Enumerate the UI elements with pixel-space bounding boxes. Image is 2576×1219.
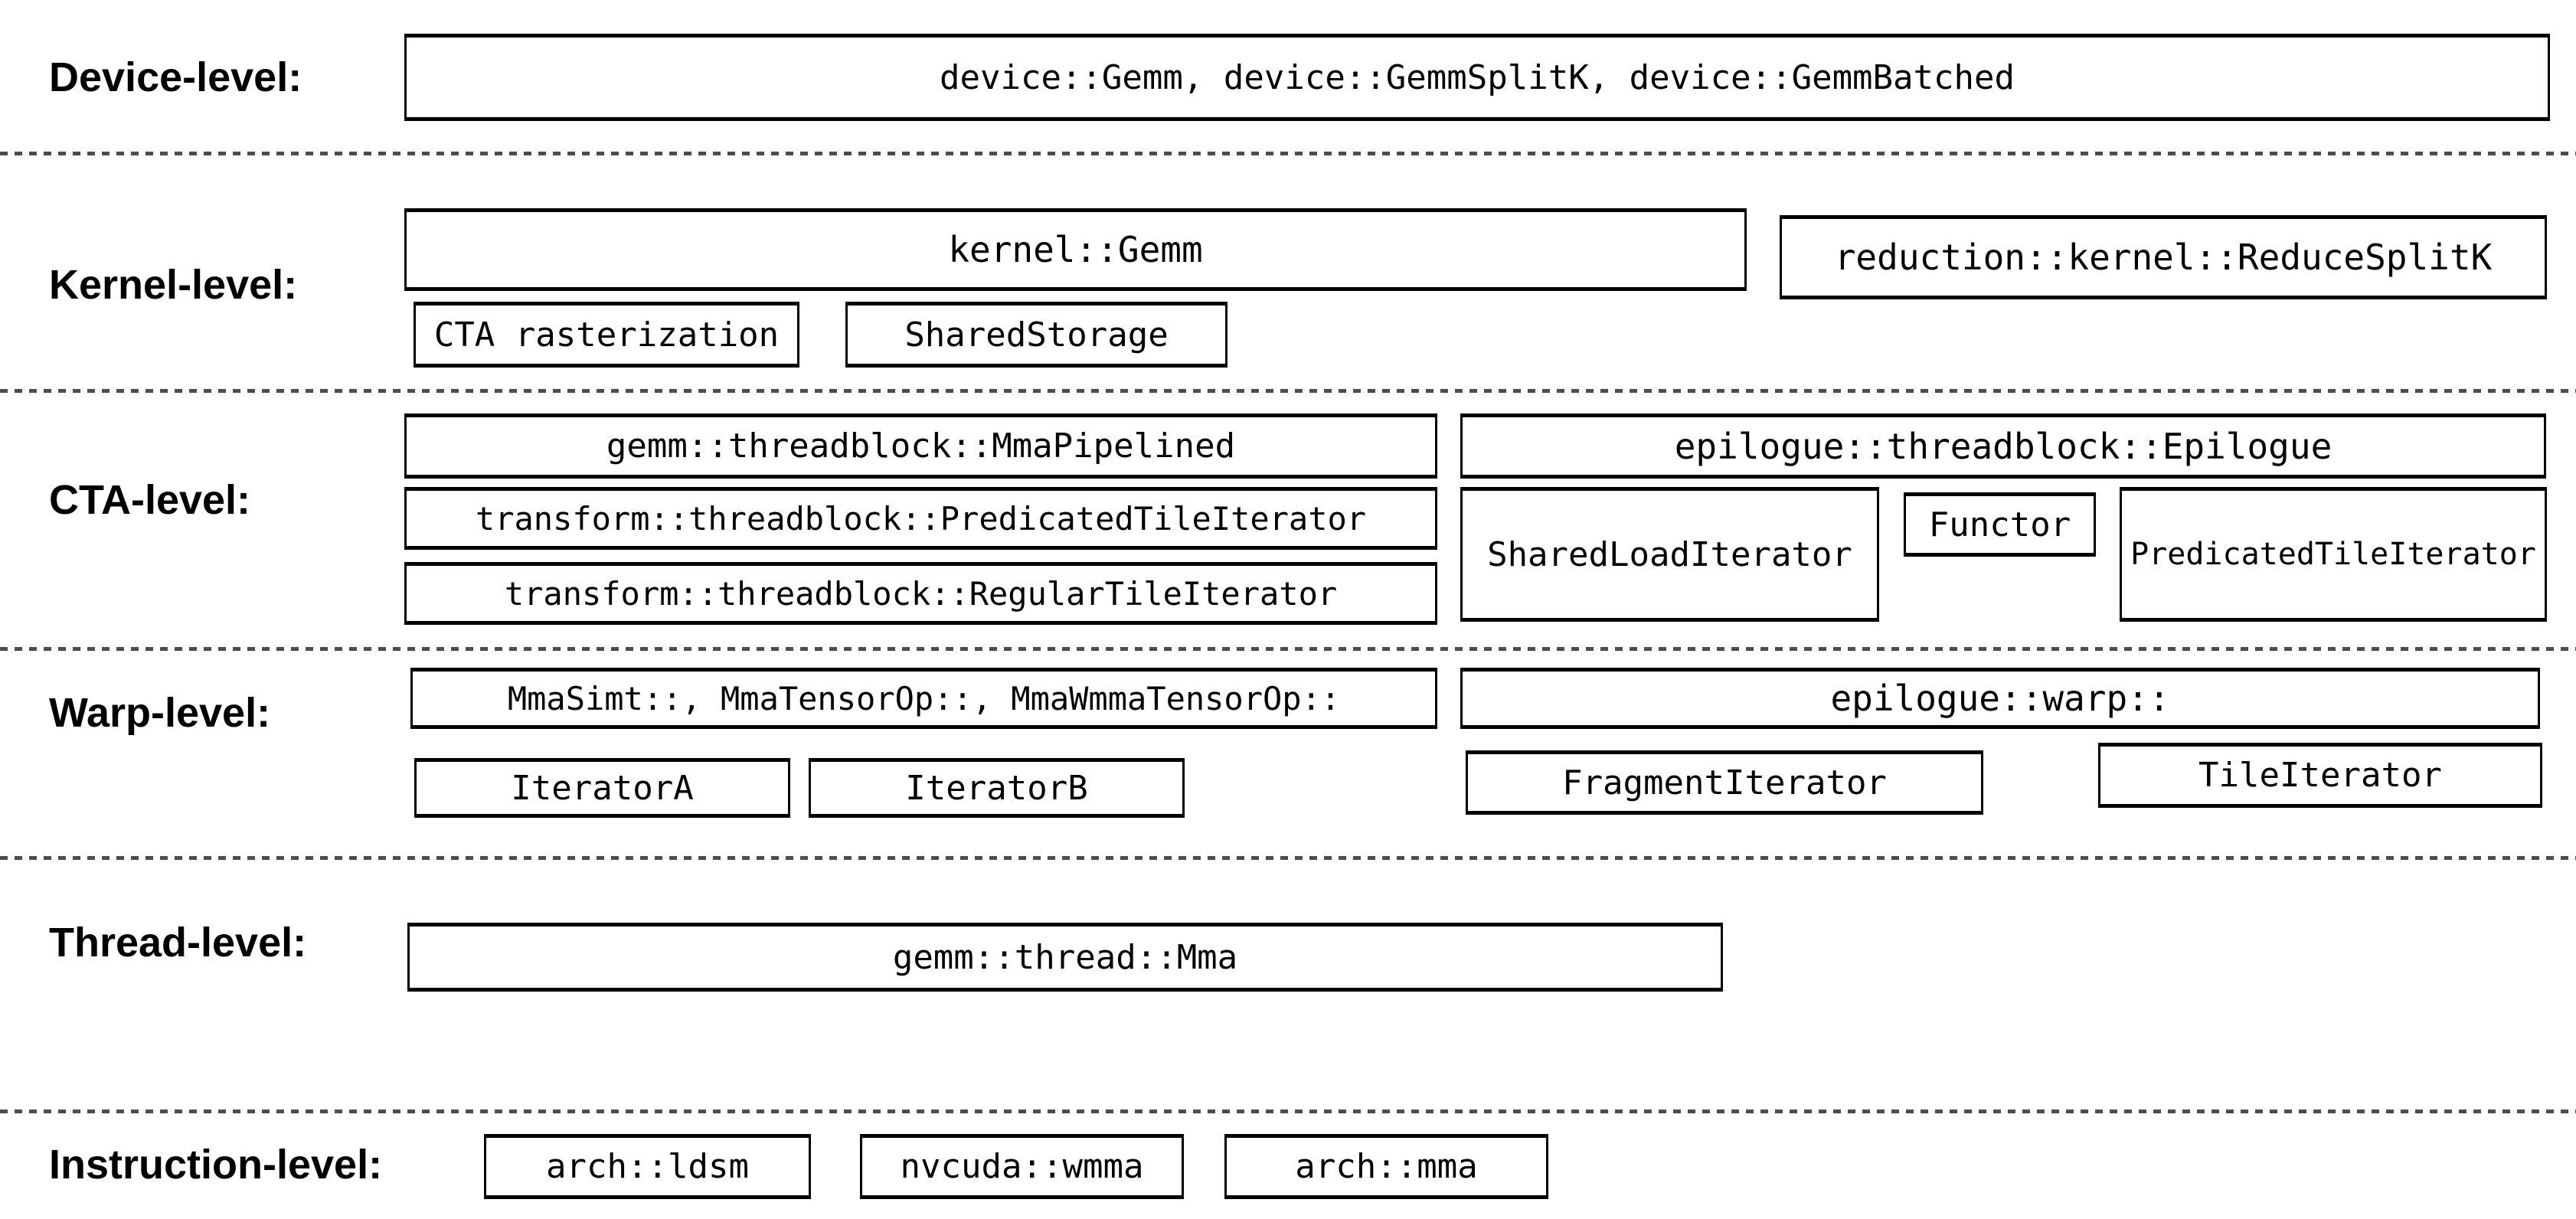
iterator-a-box: IteratorA <box>414 758 790 818</box>
dashed-separator <box>0 856 2576 860</box>
cta-rasterization-box: CTA rasterization <box>414 302 799 368</box>
row-label-thread-level: Thread-level: <box>49 920 307 966</box>
dashed-separator <box>0 647 2576 651</box>
predicated-tile-iterator-box: transform::threadblock::PredicatedTileIt… <box>404 487 1437 550</box>
epilogue-predicated-tile-iterator-box: PredicatedTileIterator <box>2120 487 2547 622</box>
row-label-device-level: Device-level: <box>49 54 302 100</box>
kernel-gemm-box: kernel::Gemm <box>404 208 1747 291</box>
device-gemm-box: device::Gemm, device::GemmSplitK, device… <box>404 34 2550 121</box>
regular-tile-iterator-box: transform::threadblock::RegularTileItera… <box>404 562 1437 625</box>
fragment-iterator-box: FragmentIterator <box>1466 750 1983 815</box>
mma-pipelined-box: gemm::threadblock::MmaPipelined <box>404 413 1437 479</box>
thread-mma-box: gemm::thread::Mma <box>407 923 1723 992</box>
arch-ldsm-box: arch::ldsm <box>484 1134 811 1199</box>
row-label-kernel-level: Kernel-level: <box>49 262 298 308</box>
row-label-cta-level: CTA-level: <box>49 477 251 523</box>
dashed-separator <box>0 1110 2576 1113</box>
tile-iterator-box: TileIterator <box>2098 743 2542 808</box>
warp-mma-variants-box: MmaSimt::, MmaTensorOp::, MmaWmmaTensorO… <box>410 668 1437 729</box>
dashed-separator <box>0 389 2576 393</box>
iterator-b-box: IteratorB <box>809 758 1185 818</box>
dashed-separator <box>0 152 2576 155</box>
shared-load-iterator-box: SharedLoadIterator <box>1460 487 1879 622</box>
functor-box: Functor <box>1904 492 2096 557</box>
nvcuda-wmma-box: nvcuda::wmma <box>860 1134 1184 1199</box>
row-label-instruction-level: Instruction-level: <box>49 1142 383 1188</box>
shared-storage-box: SharedStorage <box>845 302 1228 368</box>
reduce-split-k-box: reduction::kernel::ReduceSplitK <box>1780 215 2547 299</box>
epilogue-threadblock-box: epilogue::threadblock::Epilogue <box>1460 413 2546 479</box>
epilogue-warp-box: epilogue::warp:: <box>1460 668 2540 729</box>
arch-mma-box: arch::mma <box>1224 1134 1548 1199</box>
row-label-warp-level: Warp-level: <box>49 690 271 736</box>
